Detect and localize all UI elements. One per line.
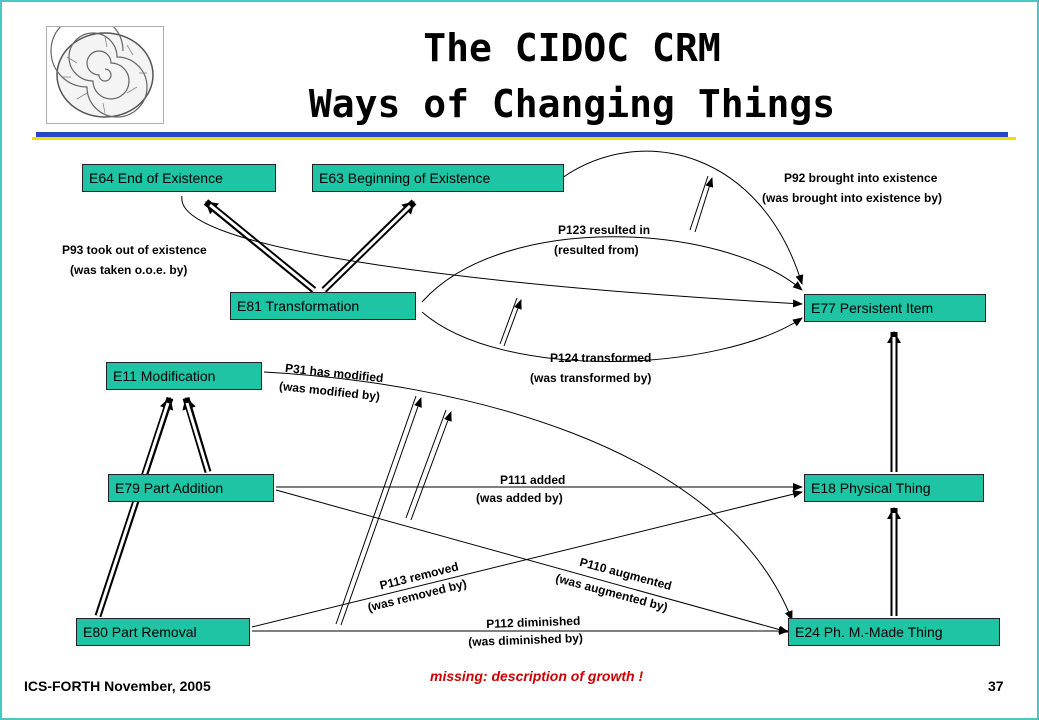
edge-p92 bbox=[561, 150, 804, 285]
edge-p124 bbox=[421, 311, 803, 362]
label-p124-a: P124 transformed bbox=[550, 351, 652, 365]
label-p92-b: (was brought into existence by) bbox=[762, 191, 943, 205]
entity-e64[interactable]: E64 End of Existence bbox=[82, 164, 276, 192]
entity-e81[interactable]: E81 Transformation bbox=[230, 292, 416, 320]
label-p112-a: P112 diminished bbox=[486, 613, 581, 631]
entity-e63[interactable]: E63 Beginning of Existence bbox=[312, 164, 564, 192]
title-rule-yellow bbox=[32, 137, 1016, 140]
label-p111-b: (was added by) bbox=[476, 491, 563, 505]
subprop-p92-p123 bbox=[689, 175, 714, 233]
edge-p93 bbox=[181, 195, 803, 308]
isa-e81-e63 bbox=[321, 199, 417, 293]
label-p92-a: P92 brought into existence bbox=[784, 171, 938, 185]
isa-e81-e64 bbox=[203, 199, 317, 293]
entity-e24[interactable]: E24 Ph. M.-Made Thing bbox=[788, 618, 1000, 646]
label-p124-b: (was transformed by) bbox=[530, 371, 652, 385]
entity-e80[interactable]: E80 Part Removal bbox=[76, 618, 250, 646]
edge-p113 bbox=[251, 490, 803, 628]
isa-e79-e11 bbox=[182, 397, 212, 473]
missing-note: missing: description of growth ! bbox=[430, 668, 644, 684]
label-p111-a: P111 added bbox=[500, 473, 566, 487]
edge-p123 bbox=[421, 236, 803, 303]
disc-icon bbox=[50, 14, 154, 118]
subprop-p93-p124 bbox=[499, 297, 522, 347]
entity-e18[interactable]: E18 Physical Thing bbox=[804, 474, 984, 502]
footer-organization: ICS-FORTH November, 2005 bbox=[24, 678, 211, 694]
title-rule-blue bbox=[36, 132, 1008, 137]
label-p123-a: P123 resulted in bbox=[558, 223, 651, 237]
isa-e80-e11 bbox=[94, 396, 174, 618]
title-line-1: The CIDOC CRM bbox=[423, 26, 721, 70]
entity-e77[interactable]: E77 Persistent Item bbox=[804, 294, 986, 322]
label-p93-a: P93 took out of existence bbox=[62, 243, 207, 257]
subprop-p31-p113 bbox=[335, 395, 422, 626]
phaistos-disc-logo bbox=[46, 14, 164, 124]
edge-p110 bbox=[275, 489, 789, 634]
page-number: 37 bbox=[988, 678, 1004, 694]
entity-e79[interactable]: E79 Part Addition bbox=[108, 474, 274, 502]
edge-p31 bbox=[263, 371, 793, 621]
label-p93-b: (was taken o.o.e. by) bbox=[70, 263, 188, 277]
subprop-p31-p110 bbox=[405, 409, 452, 521]
entity-e11[interactable]: E11 Modification bbox=[106, 362, 262, 390]
label-p123-b: (resulted from) bbox=[554, 243, 639, 257]
title-line-2: Ways of Changing Things bbox=[308, 82, 836, 126]
